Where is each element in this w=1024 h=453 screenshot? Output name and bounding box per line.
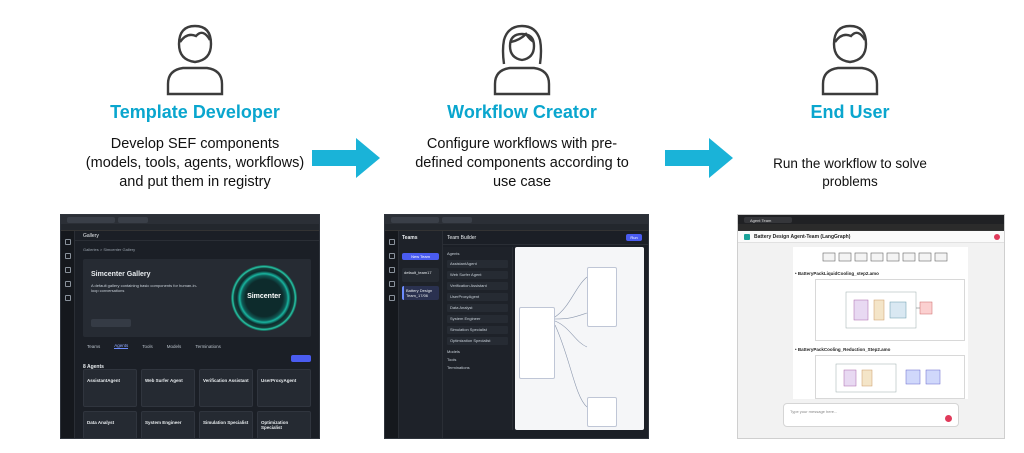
new-team-button[interactable]: New Team [402, 253, 439, 260]
component-item[interactable]: Verification Assistant [447, 282, 508, 290]
role-description: Run the workflow to solve problems [773, 156, 927, 189]
role-title: Workflow Creator [447, 102, 597, 122]
component-library: Agents AssistantAgent Web Surfer Agent V… [443, 247, 513, 430]
section-title: 8 Agents [83, 364, 104, 370]
agent-cards: AssistantAgent Web Surfer Agent Verifica… [83, 369, 311, 438]
workflow-canvas[interactable] [515, 247, 644, 430]
send-button[interactable] [945, 415, 952, 422]
agent-card[interactable]: Data Analyst [83, 411, 137, 438]
simcenter-badge: Simcenter [231, 265, 297, 331]
agent-node[interactable] [587, 267, 617, 327]
female-user-icon [493, 24, 551, 96]
model-diagram [815, 279, 965, 341]
file-item[interactable]: • BatteryPackLiquidCooling_step2.amo [795, 271, 879, 276]
role-title: End User [810, 102, 890, 122]
breadcrumb: Galleries > Simcenter Gallery [83, 247, 136, 252]
component-item[interactable]: Optimization Specialist [447, 337, 508, 345]
role-title: Template Developer [110, 102, 280, 122]
model-diagram [815, 355, 965, 399]
tab-teams[interactable]: Teams [87, 343, 101, 349]
toolbar: Team Builder Run [443, 231, 648, 245]
agent-card[interactable]: Verification Assistant [199, 369, 253, 407]
chat-header: Battery Design Agent-Team (LangGraph) [738, 231, 1004, 243]
component-item[interactable]: Simulation Specialist [447, 326, 508, 334]
sidebar [385, 231, 399, 438]
run-button[interactable]: Run [626, 234, 642, 241]
message-input[interactable]: Type your message here... [783, 403, 959, 427]
gallery-hero: Simcenter Gallery A default gallery cont… [83, 259, 311, 337]
file-item[interactable]: • BatteryPackCooling_Reduction_Step2.amo [795, 347, 891, 352]
role-description: Configure workflows with pre- defined co… [415, 136, 629, 190]
agent-card[interactable]: AssistantAgent [83, 369, 137, 407]
team-item[interactable]: default_team17 [402, 268, 439, 282]
component-item[interactable]: Data Analyst [447, 304, 508, 312]
male-user-icon [821, 24, 879, 96]
gallery-header: Gallery [75, 231, 319, 241]
connector-lines [554, 276, 588, 408]
app-logo-icon [744, 234, 750, 240]
team-node[interactable] [519, 307, 555, 379]
teams-panel: Teams New Team default_team17 Battery De… [399, 231, 443, 438]
agent-card[interactable]: Optimization Specialist [257, 411, 311, 438]
role-description: Develop SEF components (models, tools, a… [85, 136, 305, 190]
add-agent-button[interactable] [291, 355, 311, 362]
male-user-icon [166, 24, 224, 96]
team-item[interactable]: Battery Design Team_17/06 [402, 286, 439, 300]
avatar[interactable] [994, 234, 1000, 240]
chip-diagram [822, 252, 948, 262]
arrow-right-icon [312, 138, 380, 178]
component-item[interactable]: System Engineer [447, 315, 508, 323]
agent-card[interactable]: UserProxyAgent [257, 369, 311, 407]
tab-terminations[interactable]: Terminations [195, 343, 221, 349]
gallery-tabs: Teams Agents Tools Models Terminations [83, 341, 311, 351]
component-item[interactable]: UserProxyAgent [447, 293, 508, 301]
chat-transcript: • BatteryPackLiquidCooling_step2.amo • B… [793, 247, 968, 399]
arrow-right-icon [665, 138, 733, 178]
agent-card[interactable]: System Engineer [141, 411, 195, 438]
tab-models[interactable]: Models [166, 343, 182, 349]
tab-tools[interactable]: Tools [142, 343, 153, 349]
agent-card[interactable]: Web Surfer Agent [141, 369, 195, 407]
team-builder-screenshot: Teams New Team default_team17 Battery De… [384, 214, 649, 439]
sidebar [61, 231, 75, 438]
chat-screenshot: Agent Team Battery Design Agent-Team (La… [737, 214, 1005, 439]
gallery-screenshot: Gallery Galleries > Simcenter Gallery Si… [60, 214, 320, 439]
component-item[interactable]: AssistantAgent [447, 260, 508, 268]
component-item[interactable]: Web Surfer Agent [447, 271, 508, 279]
tab-agents[interactable]: Agents [114, 343, 129, 349]
agent-card[interactable]: Simulation Specialist [199, 411, 253, 438]
agent-node[interactable] [587, 397, 617, 427]
